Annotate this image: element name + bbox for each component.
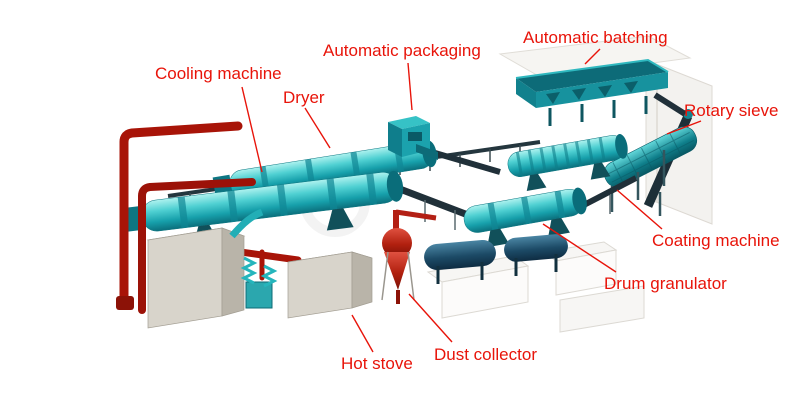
leader-dryer	[304, 107, 331, 149]
dust-collector-machine	[381, 209, 437, 304]
cooling-machine-illustration	[123, 170, 404, 247]
leader-cooling-machine	[241, 86, 263, 173]
leader-drum-granulator	[542, 223, 617, 273]
label-dust-collector: Dust collector	[434, 345, 537, 364]
label-automatic-batching: Automatic batching	[523, 28, 668, 47]
leader-automatic-packaging	[407, 62, 413, 111]
storage-tanks	[424, 234, 568, 284]
label-cooling-machine: Cooling machine	[155, 64, 282, 83]
label-drum-granulator: Drum granulator	[604, 274, 727, 293]
floor-partitions	[426, 241, 645, 333]
drum-granulator-machine	[463, 187, 587, 248]
stove-feeders	[229, 208, 278, 309]
leader-automatic-batching	[584, 48, 601, 65]
automatic-packaging-machine	[388, 116, 438, 160]
leader-dust-collector	[408, 293, 453, 343]
label-rotary-sieve: Rotary sieve	[684, 101, 779, 120]
leader-lines	[241, 48, 702, 353]
label-hot-stove: Hot stove	[341, 354, 413, 373]
leader-rotary-sieve	[666, 120, 702, 135]
label-dryer: Dryer	[283, 88, 325, 107]
coating-machine-illustration	[507, 133, 628, 191]
hot-stove-machine	[146, 227, 373, 329]
rotary-sieve-machine	[603, 126, 698, 188]
automatic-batching-machine	[515, 58, 669, 126]
label-automatic-packaging: Automatic packaging	[323, 41, 481, 60]
leader-hot-stove	[351, 314, 374, 353]
label-coating-machine: Coating machine	[652, 231, 780, 250]
leader-coating-machine	[616, 189, 663, 230]
